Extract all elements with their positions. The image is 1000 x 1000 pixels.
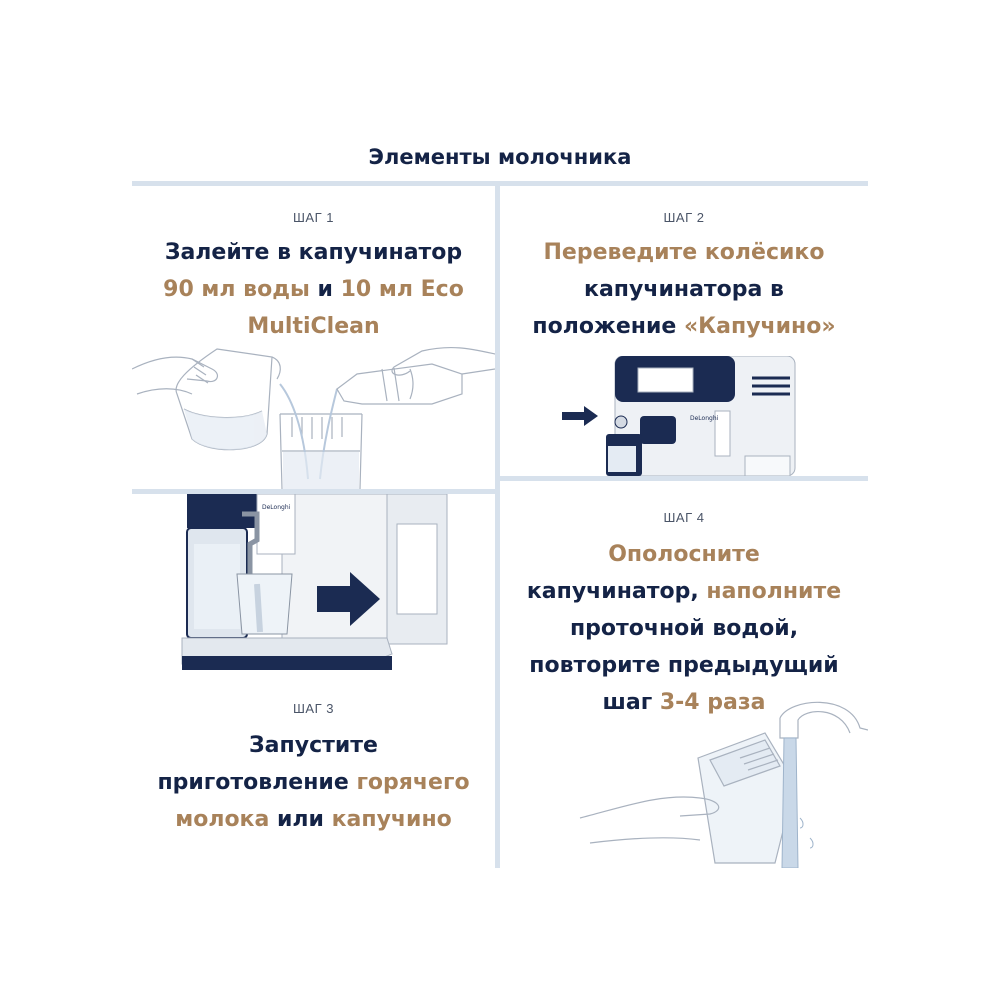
brand-logo: DeLonghi (262, 504, 291, 511)
coffee-machine-illustration: DeLonghi (562, 356, 796, 476)
heading-line: MultiClean (132, 308, 495, 345)
highlighted-text: 10 мл Eco (340, 277, 464, 302)
title-divider (132, 181, 868, 186)
step-1-heading: Залейте в капучинатор 90 мл воды и 10 мл … (132, 234, 495, 345)
rinsing-illustration (579, 701, 868, 868)
pouring-illustration (132, 346, 495, 489)
right-horizontal-divider (500, 476, 868, 481)
step-2-label: ШАГ 2 (663, 210, 705, 225)
heading-line: Запустите (132, 727, 495, 764)
brand-logo: DeLonghi (690, 415, 719, 422)
heading-line: капучинатора в (500, 271, 868, 308)
step-3-panel: DeLonghi ШАГ 3 Запустите приготовление го… (132, 494, 495, 868)
heading-text: и (309, 277, 341, 302)
heading-line: проточной водой, (500, 610, 868, 647)
highlighted-text: наполните (706, 579, 842, 604)
highlighted-text: молока (175, 807, 270, 832)
frothing-illustration: DeLonghi (181, 494, 448, 670)
heading-text: Запустите (249, 733, 378, 758)
heading-line: 90 мл воды и 10 мл Eco (132, 271, 495, 308)
highlighted-text: Переведите колёсико (543, 240, 825, 265)
heading-text: капучинатор, (526, 579, 707, 604)
heading-text: или (269, 807, 332, 832)
step-4-panel: ШАГ 4 Ополосните капучинатор, наполните пр… (500, 481, 868, 868)
step-3-label: ШАГ 3 (293, 701, 334, 716)
heading-text: проточной водой, (569, 616, 799, 641)
step-1-panel: ШАГ 1 Залейте в капучинатор 90 мл воды и … (132, 186, 495, 489)
highlighted-text: капучино (331, 807, 452, 832)
highlighted-text: горячего (356, 770, 470, 795)
heading-text: положение (532, 314, 684, 339)
step-2-panel: ШАГ 2 Переведите колёсико капучинатора в п… (500, 186, 868, 476)
heading-line: повторите предыдущий (500, 647, 868, 684)
step-4-label: ШАГ 4 (663, 510, 705, 525)
highlighted-text: MultiClean (247, 314, 380, 339)
page-title: Элементы молочника (368, 145, 632, 169)
vertical-divider (495, 186, 500, 868)
highlighted-text: 3-4 раза (659, 690, 766, 715)
heading-line: Ополосните (500, 536, 868, 573)
heading-line: приготовление горячего (132, 764, 495, 801)
heading-line: Переведите колёсико (500, 234, 868, 271)
heading-text: Залейте в капучинатор (164, 240, 463, 265)
heading-text: шаг (602, 690, 660, 715)
heading-line: шаг 3-4 раза (500, 684, 868, 721)
step-1-label: ШАГ 1 (293, 210, 334, 225)
highlighted-text: «Капучино» (683, 314, 836, 339)
highlighted-text: 90 мл воды (163, 277, 310, 302)
heading-line: положение «Капучино» (500, 308, 868, 345)
left-horizontal-divider (132, 489, 495, 494)
heading-text: капучинатора в (584, 277, 784, 302)
highlighted-text: Ополосните (608, 542, 760, 567)
heading-line: Залейте в капучинатор (132, 234, 495, 271)
step-4-heading: Ополосните капучинатор, наполните проточно… (500, 536, 868, 721)
milk-frother-instructions: Элементы молочника ШАГ 1 Залейте в капуч… (132, 130, 868, 868)
step-2-heading: Переведите колёсико капучинатора в положен… (500, 234, 868, 345)
heading-line: капучинатор, наполните (500, 573, 868, 610)
heading-line: молока или капучино (132, 801, 495, 838)
heading-text: приготовление (157, 770, 357, 795)
heading-text: повторите предыдущий (529, 653, 839, 678)
